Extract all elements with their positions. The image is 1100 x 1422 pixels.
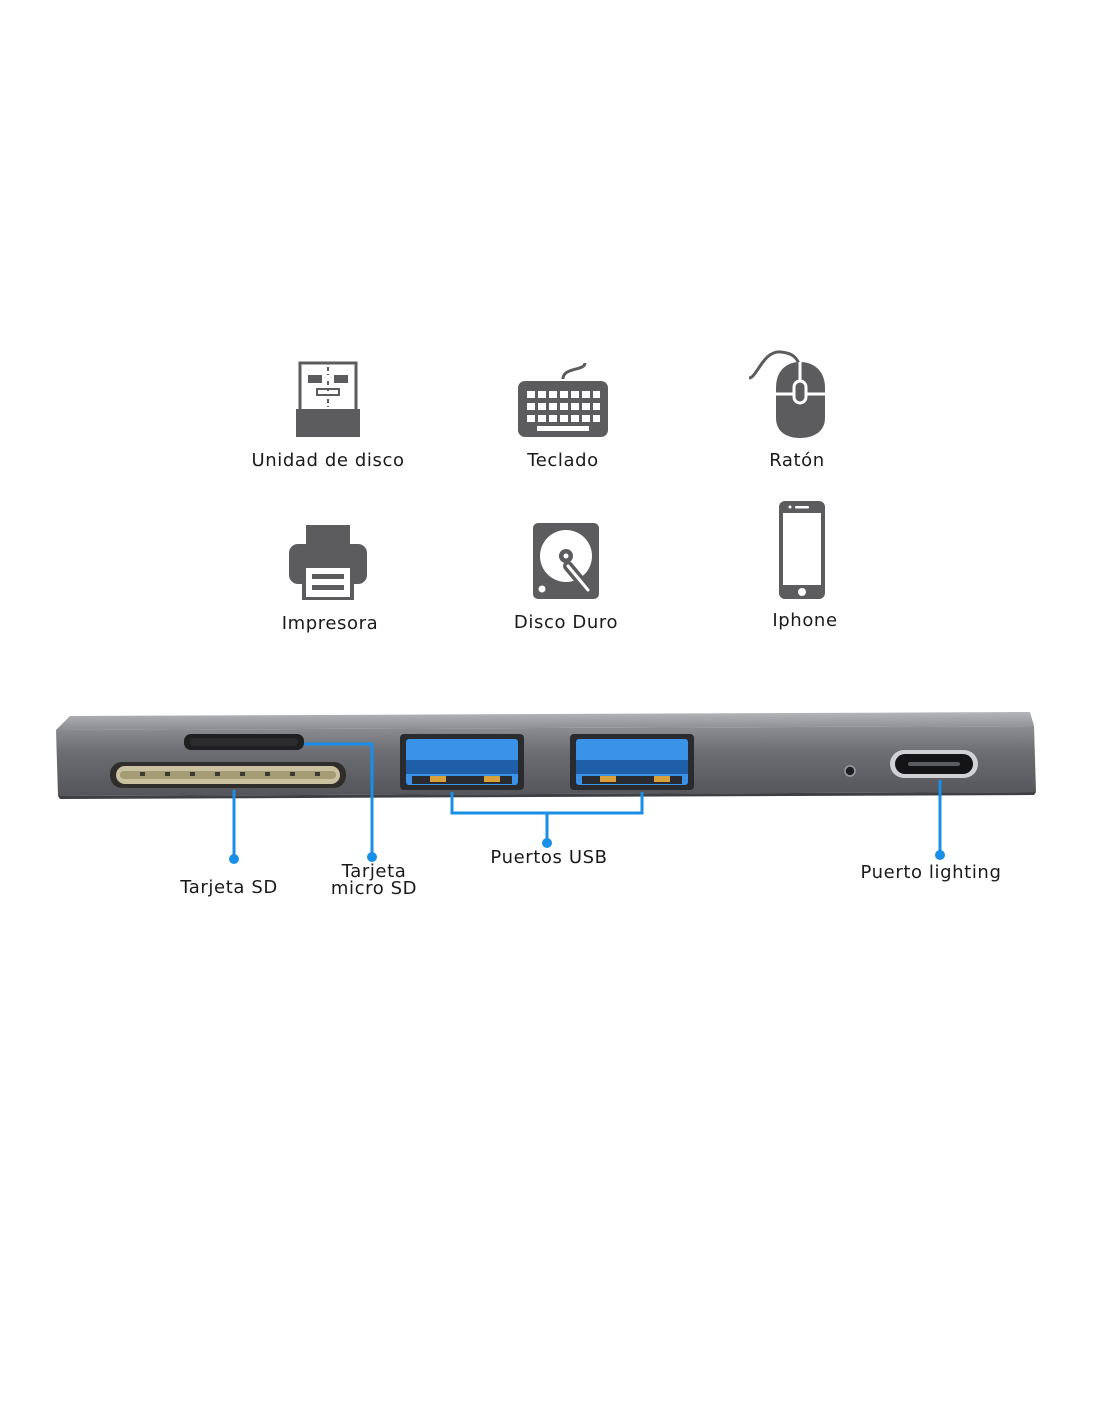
device-label: Iphone — [772, 610, 838, 631]
device-label: Teclado — [527, 450, 599, 471]
micro-sd-label-line1: Tarjeta — [341, 861, 407, 882]
hub-top-face — [56, 712, 1034, 730]
iphone-icon — [778, 500, 826, 600]
micro-sd-slot — [184, 734, 304, 750]
mouse-icon — [747, 348, 829, 440]
sd-card-slot — [110, 762, 346, 788]
usb-port-2 — [570, 734, 694, 790]
hard-disk-icon — [532, 522, 600, 600]
status-led — [844, 765, 856, 777]
usb-c-hub — [56, 712, 1036, 864]
lighting-port-label: Puerto lighting — [860, 862, 1002, 883]
micro-sd-label-line2: micro SD — [330, 878, 418, 899]
device-label: Unidad de disco — [251, 450, 405, 471]
device-label: Ratón — [769, 450, 825, 471]
usb-ports-label: Puertos USB — [490, 847, 608, 868]
usb-port-1 — [400, 734, 524, 790]
sd-card-label: Tarjeta SD — [180, 877, 278, 898]
lighting-port — [890, 750, 978, 778]
device-label: Disco Duro — [513, 612, 619, 633]
micro-sd-label: Tarjeta micro SD — [330, 861, 418, 899]
device-label: Impresora — [281, 613, 379, 634]
usb-drive-icon — [295, 361, 361, 439]
keyboard-icon — [517, 361, 609, 439]
printer-icon — [288, 524, 368, 600]
